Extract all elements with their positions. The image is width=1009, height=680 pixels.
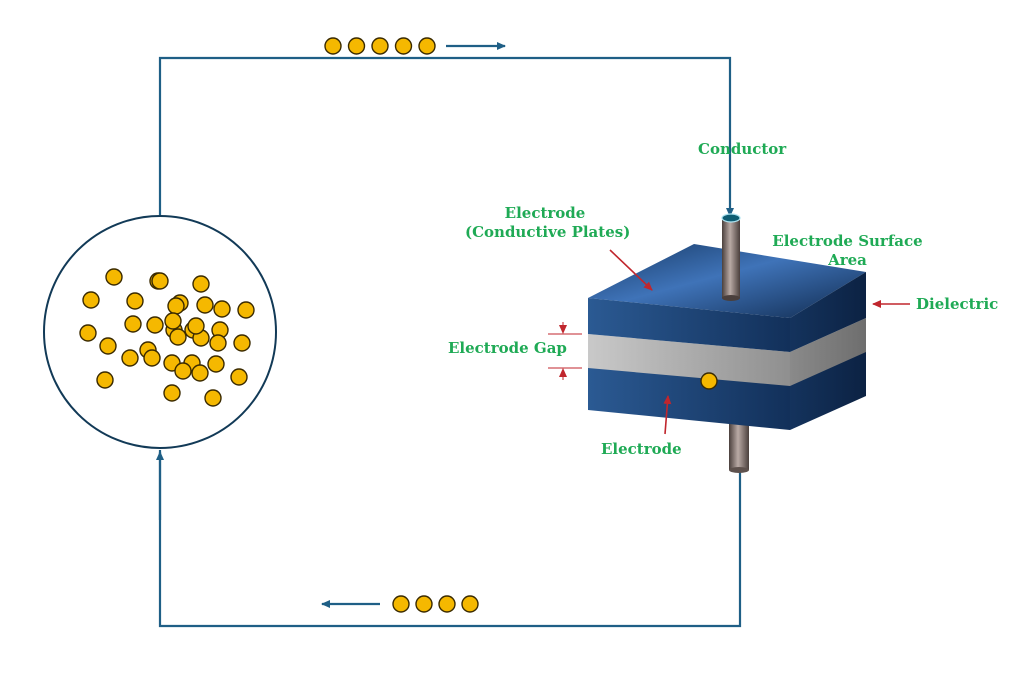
source-particle bbox=[126, 292, 144, 310]
source-particle bbox=[209, 334, 227, 352]
source-particle bbox=[121, 349, 139, 367]
source-particle bbox=[204, 389, 222, 407]
conductor-label: Conductor bbox=[698, 140, 787, 158]
electrode-bottom-label: Electrode bbox=[601, 440, 682, 458]
flow-particle bbox=[415, 595, 433, 613]
source-particle bbox=[146, 316, 164, 334]
electrode-top-pointer bbox=[609, 249, 653, 291]
bottom-conductor-rod bbox=[729, 418, 749, 470]
source-particle bbox=[79, 324, 97, 342]
bottom-flow-particles bbox=[392, 595, 479, 613]
top-flow-particles bbox=[324, 37, 436, 55]
top-plate-front bbox=[588, 298, 790, 352]
surface-area-label: Electrode Surface Area bbox=[770, 232, 925, 270]
source-particle bbox=[96, 371, 114, 389]
source-particle bbox=[82, 291, 100, 309]
surface-area-label-line2: Area bbox=[828, 251, 867, 269]
electrode-top-label-line1: Electrode bbox=[504, 204, 586, 222]
top-plate-side bbox=[790, 272, 866, 352]
pointer-arrows bbox=[548, 249, 910, 435]
flow-particle bbox=[438, 595, 456, 613]
capacitor-block bbox=[588, 213, 866, 473]
flow-particle bbox=[461, 595, 479, 613]
source-particle bbox=[207, 355, 225, 373]
top-conductor-rod bbox=[722, 218, 740, 298]
dielectric-side bbox=[790, 318, 866, 386]
circuit-wire bbox=[156, 56, 742, 628]
source-particle bbox=[237, 301, 255, 319]
source-particle bbox=[233, 334, 251, 352]
bottom-plate-front bbox=[588, 366, 790, 430]
dielectric-particle bbox=[700, 372, 718, 390]
flow-particle bbox=[371, 37, 389, 55]
source-particle bbox=[151, 272, 169, 290]
source-particle bbox=[230, 368, 248, 386]
dielectric-particles bbox=[700, 372, 718, 390]
flow-particle bbox=[347, 37, 366, 55]
wire-bottom bbox=[158, 410, 742, 628]
dielectric-front bbox=[588, 334, 790, 386]
electrode-top-label-line2: (Conductive Plates) bbox=[465, 223, 631, 241]
source-particle bbox=[191, 364, 209, 382]
flow-particle bbox=[324, 37, 342, 55]
bottom-plate-side bbox=[790, 350, 866, 430]
source-particle bbox=[164, 312, 182, 330]
source-particle bbox=[213, 300, 231, 318]
source-particle bbox=[143, 349, 161, 367]
flow-particle bbox=[392, 595, 410, 613]
wire-top bbox=[158, 56, 732, 218]
electrode-top-label: Electrode (Conductive Plates) bbox=[465, 204, 631, 242]
flow-particle bbox=[394, 37, 413, 55]
source-particle bbox=[192, 275, 210, 293]
source-particle bbox=[167, 297, 185, 315]
source-particle bbox=[105, 268, 123, 286]
source-particles bbox=[79, 268, 255, 407]
electrode-gap-label: Electrode Gap bbox=[448, 339, 567, 357]
electrode-bottom-pointer bbox=[663, 395, 672, 435]
top-rod-end bbox=[722, 295, 740, 301]
source-particle bbox=[124, 315, 142, 333]
source-particle bbox=[174, 362, 192, 380]
source-particle bbox=[99, 337, 117, 355]
source-particle bbox=[163, 384, 181, 402]
charge-source bbox=[43, 215, 277, 449]
bottom-rod-end bbox=[729, 467, 749, 473]
source-particle bbox=[196, 296, 214, 314]
flow-particle bbox=[418, 37, 436, 55]
surface-area-label-line1: Electrode Surface bbox=[772, 232, 923, 250]
source-particle bbox=[187, 317, 205, 335]
dielectric-label: Dielectric bbox=[916, 295, 999, 313]
source-particle bbox=[169, 328, 187, 346]
top-rod-cap bbox=[721, 213, 741, 223]
